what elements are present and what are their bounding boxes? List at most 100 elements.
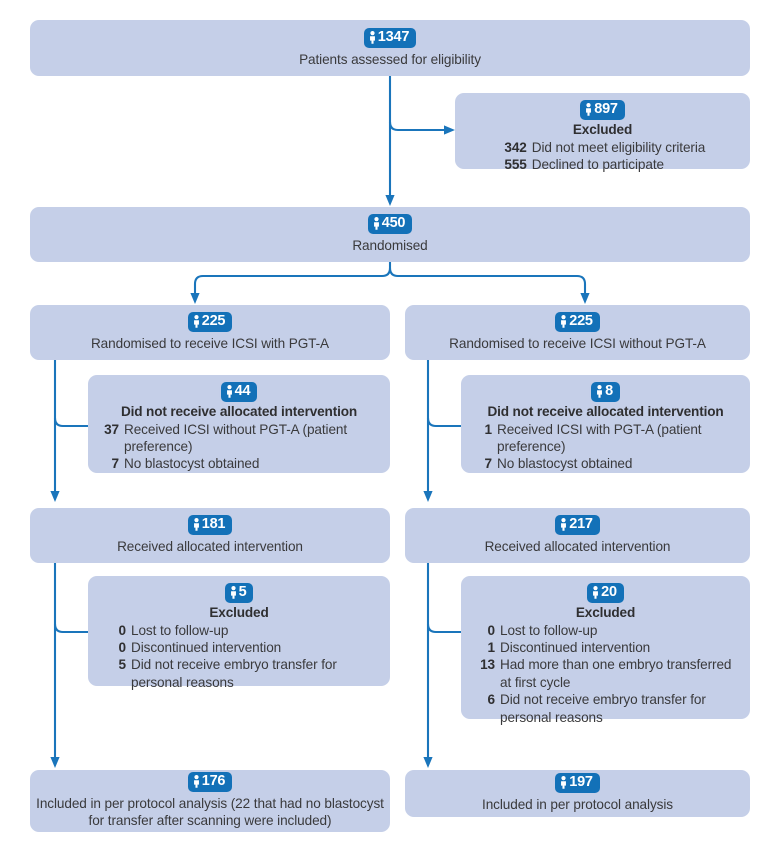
list-item: 6 Did not receive embryo transfer for pe…: [469, 691, 740, 726]
count-value: 897: [594, 101, 618, 117]
count-value: 197: [569, 774, 593, 791]
node-caption: Randomised to receive ICSI without PGT-A: [449, 336, 706, 351]
count-value: 8: [605, 383, 613, 399]
count-badge: 897: [580, 100, 625, 120]
count-badge: 1347: [363, 27, 417, 48]
person-icon: [369, 30, 375, 44]
list-item: 342 Did not meet eligibility criteria: [500, 139, 706, 156]
node-caption: Included in per protocol analysis (22 th…: [36, 795, 384, 829]
item-count: 0: [118, 622, 127, 638]
person-icon: [593, 585, 599, 599]
item-text: No blastocyst obtained: [497, 456, 633, 472]
item-text: No blastocyst obtained: [124, 456, 260, 472]
item-text: Did not meet eligibility criteria: [531, 139, 706, 155]
node-allocation-left: 225 Randomised to receive ICSI with PGT-…: [30, 305, 390, 360]
list-item: 0 Lost to follow-up: [106, 622, 380, 639]
item-count: 5: [118, 657, 127, 673]
person-icon: [193, 518, 199, 531]
node-title: Excluded: [209, 604, 269, 620]
person-icon: [230, 585, 236, 599]
count-value: 181: [201, 516, 226, 533]
person-icon: [373, 217, 379, 230]
item-count: 0: [487, 622, 496, 638]
node-caption: Randomised: [352, 238, 428, 253]
list-item: 7 No blastocyst obtained: [471, 455, 740, 472]
person-icon: [193, 315, 199, 328]
node-not-received-left: 44 Did not receive allocated interventio…: [88, 375, 390, 473]
item-count: 1: [484, 421, 493, 437]
count-value: 44: [234, 383, 251, 399]
count-value: 217: [569, 516, 593, 533]
person-icon: [193, 774, 199, 788]
item-count: 7: [484, 456, 493, 472]
list-item: 13 Had more than one embryo transferred …: [469, 656, 740, 691]
item-text: Lost to follow-up: [500, 622, 598, 638]
node-assessed-for-eligibility: 1347 Patients assessed for eligibility: [30, 20, 750, 76]
node-title: Did not receive allocated intervention: [487, 403, 724, 419]
count-badge: 197: [555, 773, 600, 793]
item-text: Received ICSI without PGT-A (patient pre…: [124, 421, 348, 455]
item-list: 37 Received ICSI without PGT-A (patient …: [88, 421, 390, 473]
node-analysis-left: 176 Included in per protocol analysis (2…: [30, 770, 390, 832]
count-value: 225: [201, 313, 226, 330]
count-badge: 450: [367, 214, 413, 234]
count-value: 20: [601, 584, 617, 600]
item-text: Did not receive embryo transfer for pers…: [131, 657, 337, 690]
item-count: 6: [487, 692, 496, 708]
count-value: 1347: [377, 28, 410, 45]
item-text: Discontinued intervention: [131, 640, 282, 656]
item-text: Had more than one embryo transferred at …: [500, 657, 732, 690]
node-caption: Received allocated intervention: [117, 539, 303, 554]
list-item: 37 Received ICSI without PGT-A (patient …: [98, 421, 380, 456]
item-list: 342 Did not meet eligibility criteria 55…: [500, 139, 706, 174]
count-value: 450: [381, 215, 406, 232]
list-item: 0 Discontinued intervention: [106, 639, 380, 656]
item-text: Declined to participate: [531, 157, 664, 173]
item-count: 13: [480, 657, 495, 673]
node-title: Did not receive allocated intervention: [120, 403, 358, 419]
item-count: 37: [104, 421, 119, 437]
node-excluded-screening: 897 Excluded 342 Did not meet eligibilit…: [455, 93, 750, 172]
list-item: 5 Did not receive embryo transfer for pe…: [106, 656, 380, 691]
node-received-right: 217 Received allocated intervention: [405, 508, 750, 563]
count-value: 176: [201, 772, 226, 789]
count-badge: 225: [187, 312, 233, 332]
item-count: 555: [504, 157, 527, 173]
count-badge: 181: [187, 515, 233, 535]
count-badge: 20: [587, 583, 624, 603]
node-analysis-right: 197 Included in per protocol analysis: [405, 770, 750, 817]
node-title: Excluded: [575, 604, 636, 620]
count-value: 225: [569, 313, 593, 330]
person-icon: [561, 315, 567, 328]
item-text: Discontinued intervention: [500, 640, 651, 656]
person-icon: [597, 384, 603, 398]
node-caption: Patients assessed for eligibility: [299, 51, 481, 67]
item-count: 1: [487, 640, 496, 656]
person-icon: [586, 102, 592, 116]
item-list: 0 Lost to follow-up 0 Discontinued inter…: [88, 622, 390, 692]
list-item: 1 Received ICSI with PGT-A (patient pref…: [471, 421, 740, 456]
count-badge: 225: [555, 312, 600, 332]
item-text: Lost to follow-up: [131, 622, 229, 638]
count-badge: 5: [224, 583, 254, 603]
node-caption: Randomised to receive ICSI with PGT-A: [90, 336, 330, 351]
list-item: 1 Discontinued intervention: [469, 639, 740, 656]
count-badge: 217: [555, 515, 600, 535]
count-badge: 8: [591, 382, 620, 402]
node-allocation-right: 225 Randomised to receive ICSI without P…: [405, 305, 750, 360]
node-caption: Received allocated intervention: [484, 539, 671, 554]
person-icon: [561, 776, 567, 789]
item-count: 342: [504, 139, 527, 155]
item-count: 7: [111, 456, 120, 472]
person-icon: [561, 518, 567, 531]
count-value: 5: [238, 584, 247, 600]
node-title: Excluded: [572, 121, 633, 137]
node-excluded-right: 20 Excluded 0 Lost to follow-up 1 Discon…: [461, 576, 750, 725]
item-text: Received ICSI with PGT-A (patient prefer…: [497, 421, 702, 455]
item-list: 0 Lost to follow-up 1 Discontinued inter…: [461, 622, 750, 726]
node-randomised: 450 Randomised: [30, 207, 750, 262]
node-not-received-right: 8 Did not receive allocated intervention…: [461, 375, 750, 473]
person-icon: [226, 384, 232, 398]
item-count: 0: [118, 640, 127, 656]
